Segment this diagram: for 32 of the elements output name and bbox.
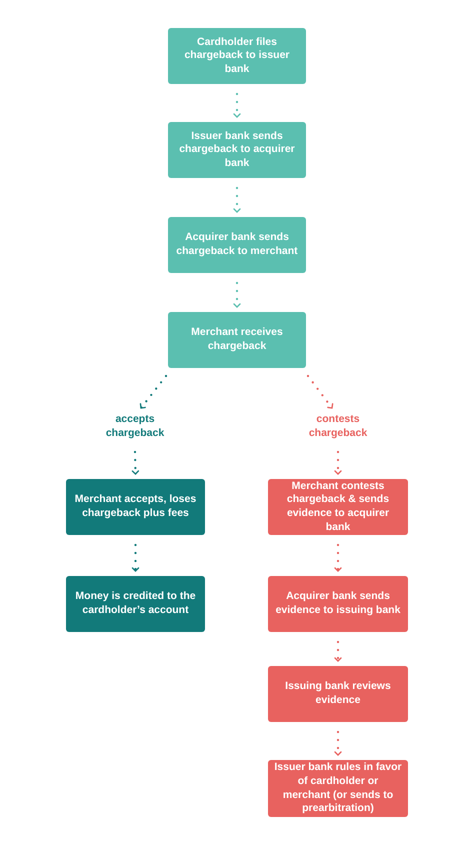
box-text: Acquirer bank sends evidence to issuing bank	[274, 590, 402, 618]
process-box	[66, 576, 205, 632]
dotted-arrow	[334, 640, 342, 662]
dotted-arrow	[132, 450, 140, 476]
process-box	[168, 312, 306, 368]
box-text: Cardholder files chargeback to issuer bank	[183, 36, 291, 76]
dotted-arrow	[233, 92, 241, 118]
box-text: Issuer bank rules in favor of cardholder or merchant (or sends to prearbitration)	[274, 761, 402, 816]
process-box	[268, 666, 408, 722]
process-box	[268, 479, 408, 535]
dotted-arrow	[140, 374, 168, 410]
box-text: Merchant receives chargeback	[190, 326, 284, 354]
dotted-arrow	[132, 544, 140, 572]
dotted-arrow	[334, 450, 342, 476]
process-box	[66, 479, 205, 535]
dotted-arrow	[233, 282, 241, 308]
process-box	[268, 576, 408, 632]
process-box	[168, 122, 306, 178]
dotted-arrow	[306, 374, 334, 410]
dotted-arrow	[233, 186, 241, 214]
box-text: Issuing bank reviews evidence	[284, 680, 392, 708]
dotted-arrow	[334, 730, 342, 756]
process-box	[168, 217, 306, 273]
box-text: Money is credited to the cardholder’s account	[74, 590, 197, 618]
dotted-arrow	[334, 544, 342, 572]
process-box	[168, 28, 306, 84]
box-text: Merchant contests chargeback & sends evidence to acquirer bank	[286, 480, 390, 534]
branch-label: contests chargeback	[308, 413, 368, 441]
box-text: Acquirer bank sends chargeback to merchant	[175, 231, 299, 259]
box-text: Issuer bank sends chargeback to acquirer bank	[178, 130, 296, 170]
box-text: Merchant accepts, loses chargeback plus fees	[74, 493, 198, 521]
branch-label: accepts chargeback	[104, 413, 166, 441]
